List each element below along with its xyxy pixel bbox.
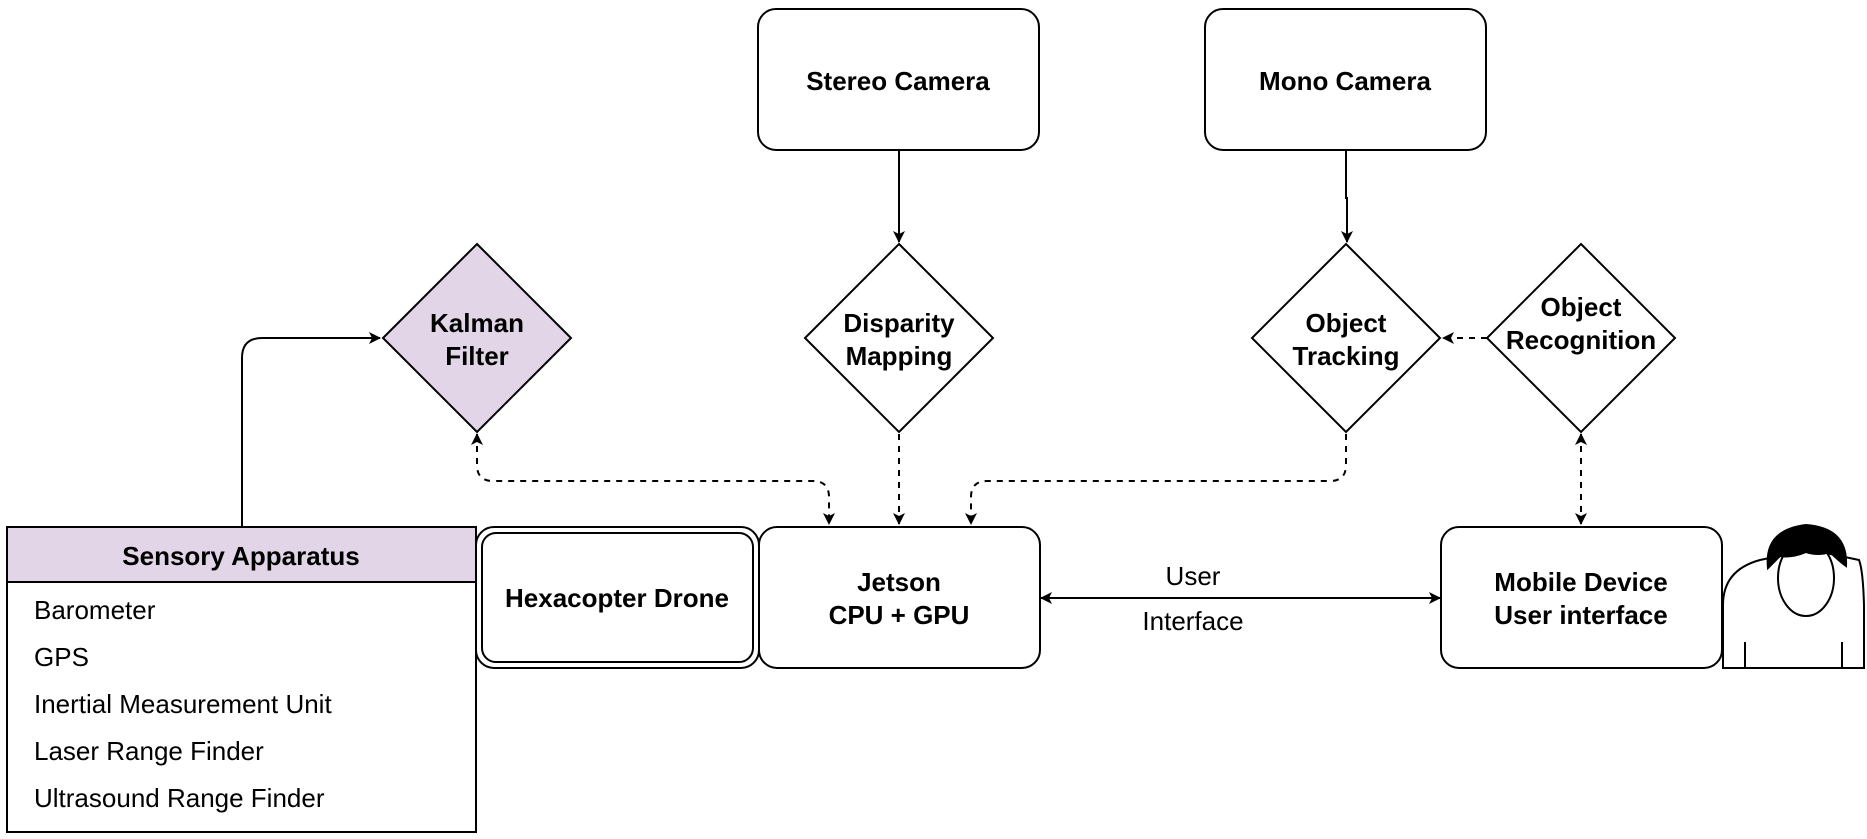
disparity-mapping-label-line1: Disparity <box>843 308 955 338</box>
edge-tracking-to-jetson <box>965 434 1347 525</box>
edge-mono-to-tracking <box>1341 150 1353 243</box>
object-tracking-label-line1: Object <box>1306 308 1387 338</box>
sensory-item-barometer: Barometer <box>34 595 156 625</box>
object-tracking-label-line2: Tracking <box>1293 341 1400 371</box>
person-icon <box>1722 523 1865 669</box>
node-disparity-mapping[interactable]: Disparity Mapping <box>803 242 995 434</box>
node-object-recognition[interactable]: Object Recognition <box>1485 242 1677 434</box>
jetson-label-line2: CPU + GPU <box>829 600 970 630</box>
kalman-filter-label-line2: Filter <box>445 341 509 371</box>
node-jetson[interactable]: Jetson CPU + GPU <box>758 526 1041 669</box>
edge-kalman-jetson <box>471 433 835 525</box>
edge-sensory-to-kalman <box>241 332 381 527</box>
stereo-camera-label: Stereo Camera <box>806 66 990 96</box>
object-recognition-label-line1: Object <box>1541 292 1622 322</box>
node-kalman-filter[interactable]: Kalman Filter <box>381 242 573 434</box>
jetson-label-line1: Jetson <box>857 567 941 597</box>
edge-label-interface: Interface <box>1142 606 1243 636</box>
sensory-item-ultrasound-range-finder: Ultrasound Range Finder <box>34 783 325 813</box>
sensory-item-gps: GPS <box>34 642 89 672</box>
mobile-device-label-line1: Mobile Device <box>1494 567 1667 597</box>
mobile-device-label-line2: User interface <box>1494 600 1667 630</box>
node-hexacopter-drone[interactable]: Hexacopter Drone <box>475 526 760 669</box>
object-recognition-label-line2: Recognition <box>1506 325 1656 355</box>
sensory-item-imu: Inertial Measurement Unit <box>34 689 332 719</box>
node-mono-camera[interactable]: Mono Camera <box>1204 8 1487 151</box>
disparity-mapping-label-line2: Mapping <box>846 341 953 371</box>
node-stereo-camera[interactable]: Stereo Camera <box>757 8 1040 151</box>
node-object-tracking[interactable]: Object Tracking <box>1250 242 1442 434</box>
sensory-apparatus-title: Sensory Apparatus <box>122 541 359 571</box>
edge-label-user: User <box>1166 561 1221 591</box>
node-sensory-apparatus[interactable]: Sensory Apparatus Barometer GPS Inertial… <box>6 526 477 833</box>
sensory-item-laser-range-finder: Laser Range Finder <box>34 736 264 766</box>
node-mobile-device[interactable]: Mobile Device User interface <box>1440 526 1723 669</box>
hexacopter-drone-label: Hexacopter Drone <box>505 583 729 613</box>
mono-camera-label: Mono Camera <box>1259 66 1431 96</box>
kalman-filter-label-line1: Kalman <box>430 308 524 338</box>
